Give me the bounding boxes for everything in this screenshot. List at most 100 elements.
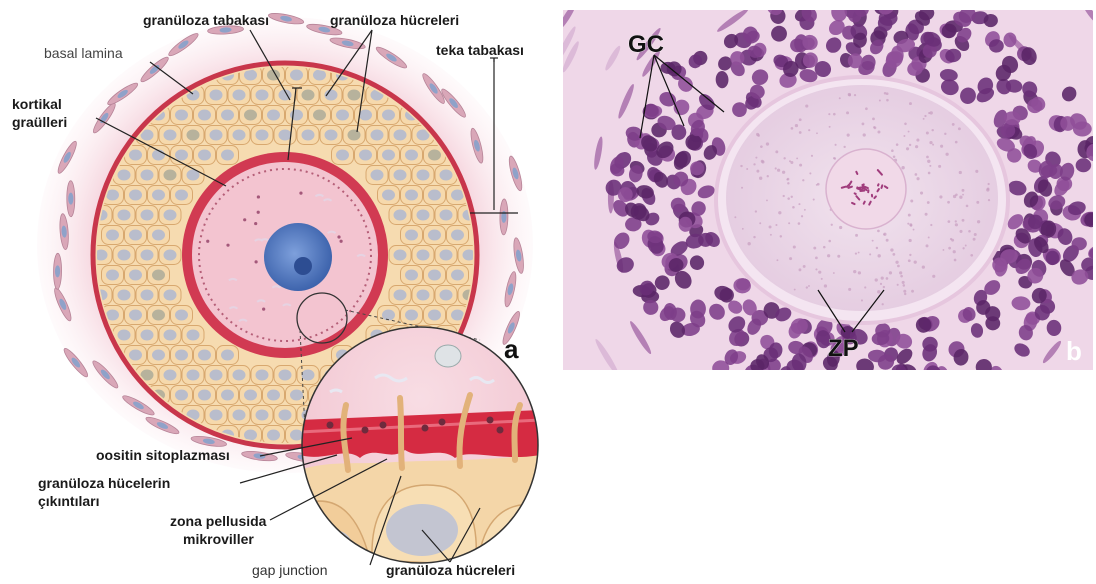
cytoplasm-granule xyxy=(959,230,962,233)
granulosa-cell xyxy=(205,366,227,385)
cytoplasm-granule xyxy=(947,201,950,204)
histo-nucleus-cell xyxy=(835,384,857,404)
granulosa-cell xyxy=(251,366,273,385)
chromatin-strand xyxy=(855,193,856,194)
histo-nucleus-cell xyxy=(895,379,918,400)
cytoplasm-granule xyxy=(794,289,796,291)
histo-nucleus-cell xyxy=(750,369,769,388)
cytoplasm-granule xyxy=(926,244,929,247)
cytoplasm-granule xyxy=(828,240,831,243)
granulosa-cell xyxy=(343,126,365,145)
chromatin-strand xyxy=(862,184,863,185)
cytoplasm-granule xyxy=(908,131,910,133)
cytoplasm-granule xyxy=(897,284,899,286)
cytoplasm-granule xyxy=(766,142,769,145)
cytoplasm-granule xyxy=(948,220,951,223)
granulosa-cell xyxy=(286,386,308,405)
panel-b-micrograph xyxy=(554,0,1096,412)
granulosa-cell xyxy=(412,206,434,225)
cytoplasm-granule xyxy=(809,172,811,174)
organelle xyxy=(257,195,260,198)
cytoplasm-granule xyxy=(813,199,815,201)
cytoplasm-granule xyxy=(927,201,930,204)
granulosa-cell xyxy=(401,266,423,285)
cytoplasm-granule xyxy=(846,111,849,114)
cytoplasm-granule xyxy=(910,199,913,202)
cytoplasm-granule xyxy=(799,118,802,121)
cytoplasm-granule xyxy=(787,182,789,184)
granulosa-cell xyxy=(297,126,319,145)
histo-nucleus-cell xyxy=(802,382,822,402)
cytoplasm-granule xyxy=(804,209,806,211)
cytoplasm-granule xyxy=(904,293,906,295)
organelle xyxy=(226,244,229,247)
label-oositin-sitoplazmasi: oositin sitoplazması xyxy=(96,447,230,463)
theca-cell xyxy=(53,253,61,289)
cytoplasm-granule xyxy=(783,157,785,159)
cytoplasm-granule xyxy=(977,220,980,223)
cytoplasm-granule xyxy=(881,277,884,280)
oocyte-nucleus xyxy=(264,223,332,291)
granulosa-cell xyxy=(263,106,285,125)
histo-nucleus-cell xyxy=(890,380,908,398)
granulosa-cell xyxy=(424,306,446,325)
label-teka-tabakasi: teka tabakası xyxy=(436,42,524,58)
label-gap-junction: gap junction xyxy=(252,562,328,578)
granulosa-cell xyxy=(159,366,181,385)
granulosa-cell xyxy=(389,166,411,185)
organelle xyxy=(340,240,343,243)
organelle xyxy=(255,260,258,263)
cytoplasm-granule xyxy=(915,173,918,176)
cytoplasm-granule xyxy=(893,155,895,157)
granulosa-cell xyxy=(125,306,147,325)
granulosa-cell xyxy=(240,386,262,405)
cytoplasm-granule xyxy=(756,133,759,136)
cytoplasm-granule xyxy=(903,290,906,293)
cytoplasm-granule xyxy=(929,141,932,144)
granulosa-cell xyxy=(263,66,285,85)
cytoplasm-granule xyxy=(955,141,958,144)
chromatin-strand xyxy=(874,196,876,198)
cytoplasm-granule xyxy=(925,213,928,216)
cytoplasm-granule xyxy=(753,236,755,238)
cytoplasm-granule xyxy=(959,171,962,174)
label-cikinti-2: çıkıntıları xyxy=(38,493,99,509)
histo-nucleus-cell xyxy=(844,370,863,389)
label-kortikal-2: graülleri xyxy=(12,114,67,130)
cytoplasm-granule xyxy=(877,290,880,293)
cytoplasm-granule xyxy=(855,252,857,254)
organelle xyxy=(299,192,302,195)
cytoplasm-granule xyxy=(920,191,923,194)
granulosa-cell xyxy=(412,246,434,265)
panel-letter-b: b xyxy=(1066,336,1082,366)
chromatin-strand xyxy=(842,187,846,188)
granulosa-cell xyxy=(113,286,135,305)
histo-nucleus-cell xyxy=(808,392,830,411)
granulosa-cell xyxy=(263,426,285,445)
chromatin-strand xyxy=(864,202,865,204)
granulosa-cell xyxy=(217,346,239,365)
cytoplasm-granule xyxy=(886,277,889,280)
cytoplasm-granule xyxy=(855,234,858,237)
cytoplasm-granule xyxy=(899,271,902,274)
cytoplasm-granule xyxy=(828,113,830,115)
granulosa-cell xyxy=(355,146,377,165)
granulosa-cell xyxy=(263,386,285,405)
granulosa-cell xyxy=(332,106,354,125)
cytoplasm-granule xyxy=(959,196,962,199)
cytoplasm-granule xyxy=(913,229,915,231)
label-zp: ZP xyxy=(828,335,859,362)
granulosa-cell xyxy=(424,226,446,245)
granulosa-cell xyxy=(159,286,181,305)
granulosa-cell xyxy=(286,106,308,125)
cytoplasm-granule xyxy=(792,206,795,209)
cytoplasm-granule xyxy=(818,271,821,274)
cytoplasm-granule xyxy=(833,157,835,159)
cytoplasm-granule xyxy=(759,177,762,180)
granulosa-cell xyxy=(297,366,319,385)
cytoplasm-granule xyxy=(955,220,957,222)
cytoplasm-granule xyxy=(793,245,796,248)
cytoplasm-granule xyxy=(939,195,942,198)
cytoplasm-granule xyxy=(915,145,918,148)
cytoplasm-granule xyxy=(806,286,808,288)
